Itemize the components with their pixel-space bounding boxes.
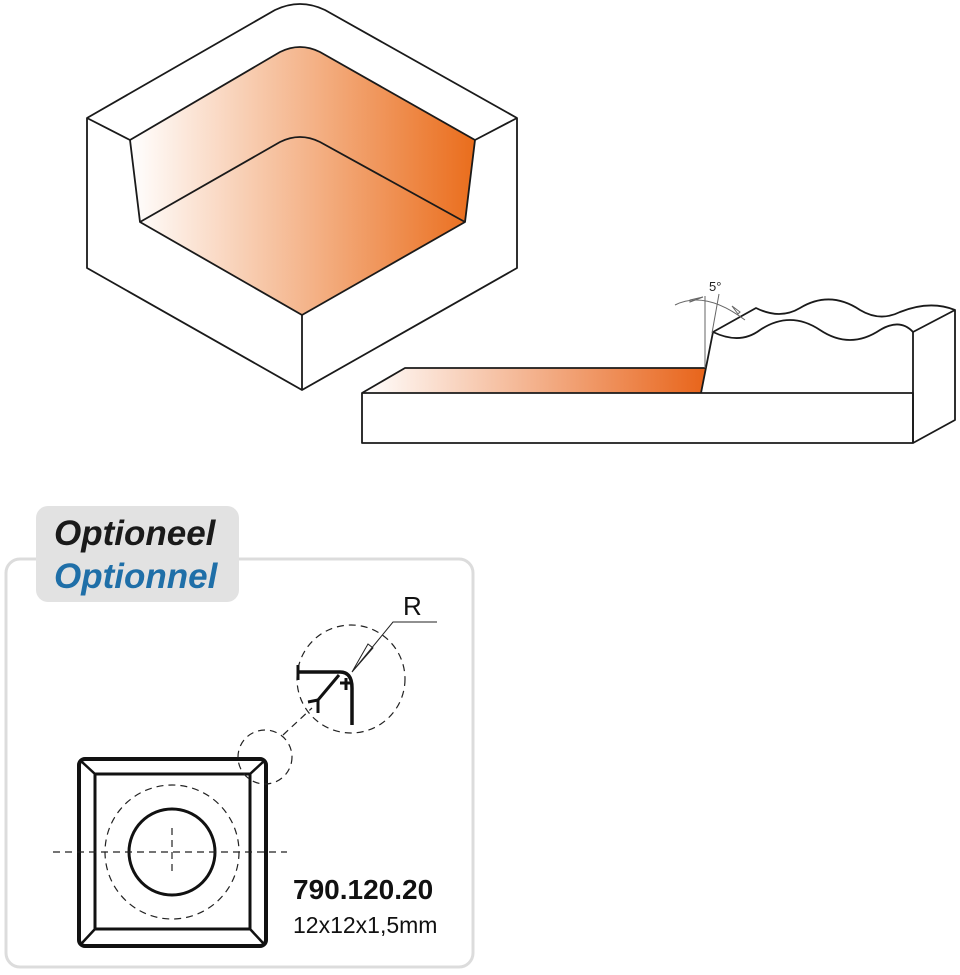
workpiece-profile: 5° xyxy=(361,279,956,444)
radius-label: R xyxy=(403,591,422,621)
optional-panel xyxy=(4,557,475,969)
article-number: 790.120.20 xyxy=(293,874,433,905)
workpiece-isometric xyxy=(86,3,518,391)
recess-rim xyxy=(86,46,518,141)
optional-label-box xyxy=(36,506,239,602)
workpiece-outline xyxy=(86,3,518,391)
insert-dimensions: 12x12x1,5mm xyxy=(293,912,437,938)
optional-label-fr: Optionnel xyxy=(54,557,219,596)
recess-fill xyxy=(130,47,475,315)
optional-label-nl: Optioneel xyxy=(54,514,217,553)
insert-knife-drawing: R xyxy=(53,591,437,948)
angle-label: 5° xyxy=(709,279,721,294)
rebate-fill xyxy=(362,368,706,393)
